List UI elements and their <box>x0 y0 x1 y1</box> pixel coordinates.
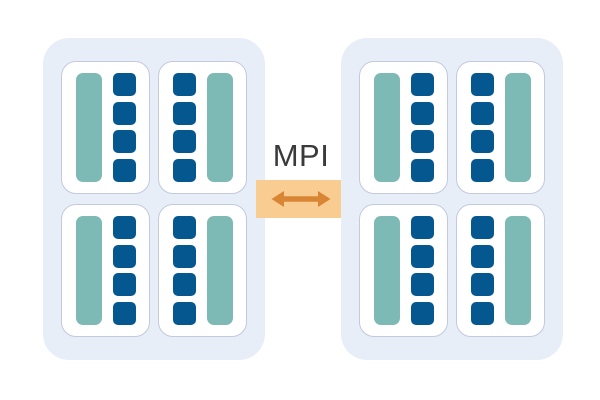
core-square <box>410 130 434 154</box>
core-square <box>410 158 434 182</box>
core-square <box>470 301 494 325</box>
core-square <box>172 301 196 325</box>
core-square <box>172 158 196 182</box>
memory-bar <box>373 73 400 182</box>
core-square <box>470 273 494 297</box>
core-square <box>172 216 196 239</box>
socket-card <box>359 204 448 337</box>
core-square <box>410 73 434 96</box>
memory-bar <box>75 73 102 182</box>
memory-bar <box>206 216 233 325</box>
core-square <box>410 101 434 125</box>
core-square <box>470 130 494 154</box>
double-arrow-icon <box>271 191 331 207</box>
core-column <box>410 216 434 325</box>
node-group-right <box>341 38 563 360</box>
core-square <box>172 130 196 154</box>
core-square <box>112 158 136 182</box>
core-column <box>172 73 196 182</box>
core-square <box>112 130 136 154</box>
socket-card <box>61 61 150 194</box>
core-square <box>172 244 196 268</box>
mpi-link: MPI <box>256 131 346 219</box>
core-column <box>112 216 136 325</box>
memory-bar <box>75 216 102 325</box>
core-square <box>470 73 494 96</box>
core-column <box>470 73 494 182</box>
socket-card <box>456 61 545 194</box>
core-square <box>470 101 494 125</box>
core-square <box>410 301 434 325</box>
memory-bar <box>206 73 233 182</box>
core-square <box>410 273 434 297</box>
core-square <box>470 244 494 268</box>
socket-card <box>456 204 545 337</box>
core-square <box>112 244 136 268</box>
core-square <box>172 73 196 96</box>
memory-bar <box>504 73 531 182</box>
node-group-left <box>43 38 265 360</box>
core-column <box>172 216 196 325</box>
core-square <box>112 301 136 325</box>
mpi-channel <box>256 180 346 218</box>
core-column <box>410 73 434 182</box>
core-square <box>112 216 136 239</box>
core-square <box>410 244 434 268</box>
socket-card <box>359 61 448 194</box>
socket-card <box>158 204 247 337</box>
memory-bar <box>373 216 400 325</box>
core-square <box>112 73 136 96</box>
core-square <box>172 273 196 297</box>
core-square <box>112 101 136 125</box>
core-square <box>410 216 434 239</box>
core-square <box>172 101 196 125</box>
core-square <box>112 273 136 297</box>
core-square <box>470 158 494 182</box>
core-column <box>112 73 136 182</box>
socket-card <box>158 61 247 194</box>
memory-bar <box>504 216 531 325</box>
core-square <box>470 216 494 239</box>
mpi-label: MPI <box>272 138 330 173</box>
socket-card <box>61 204 150 337</box>
core-column <box>470 216 494 325</box>
